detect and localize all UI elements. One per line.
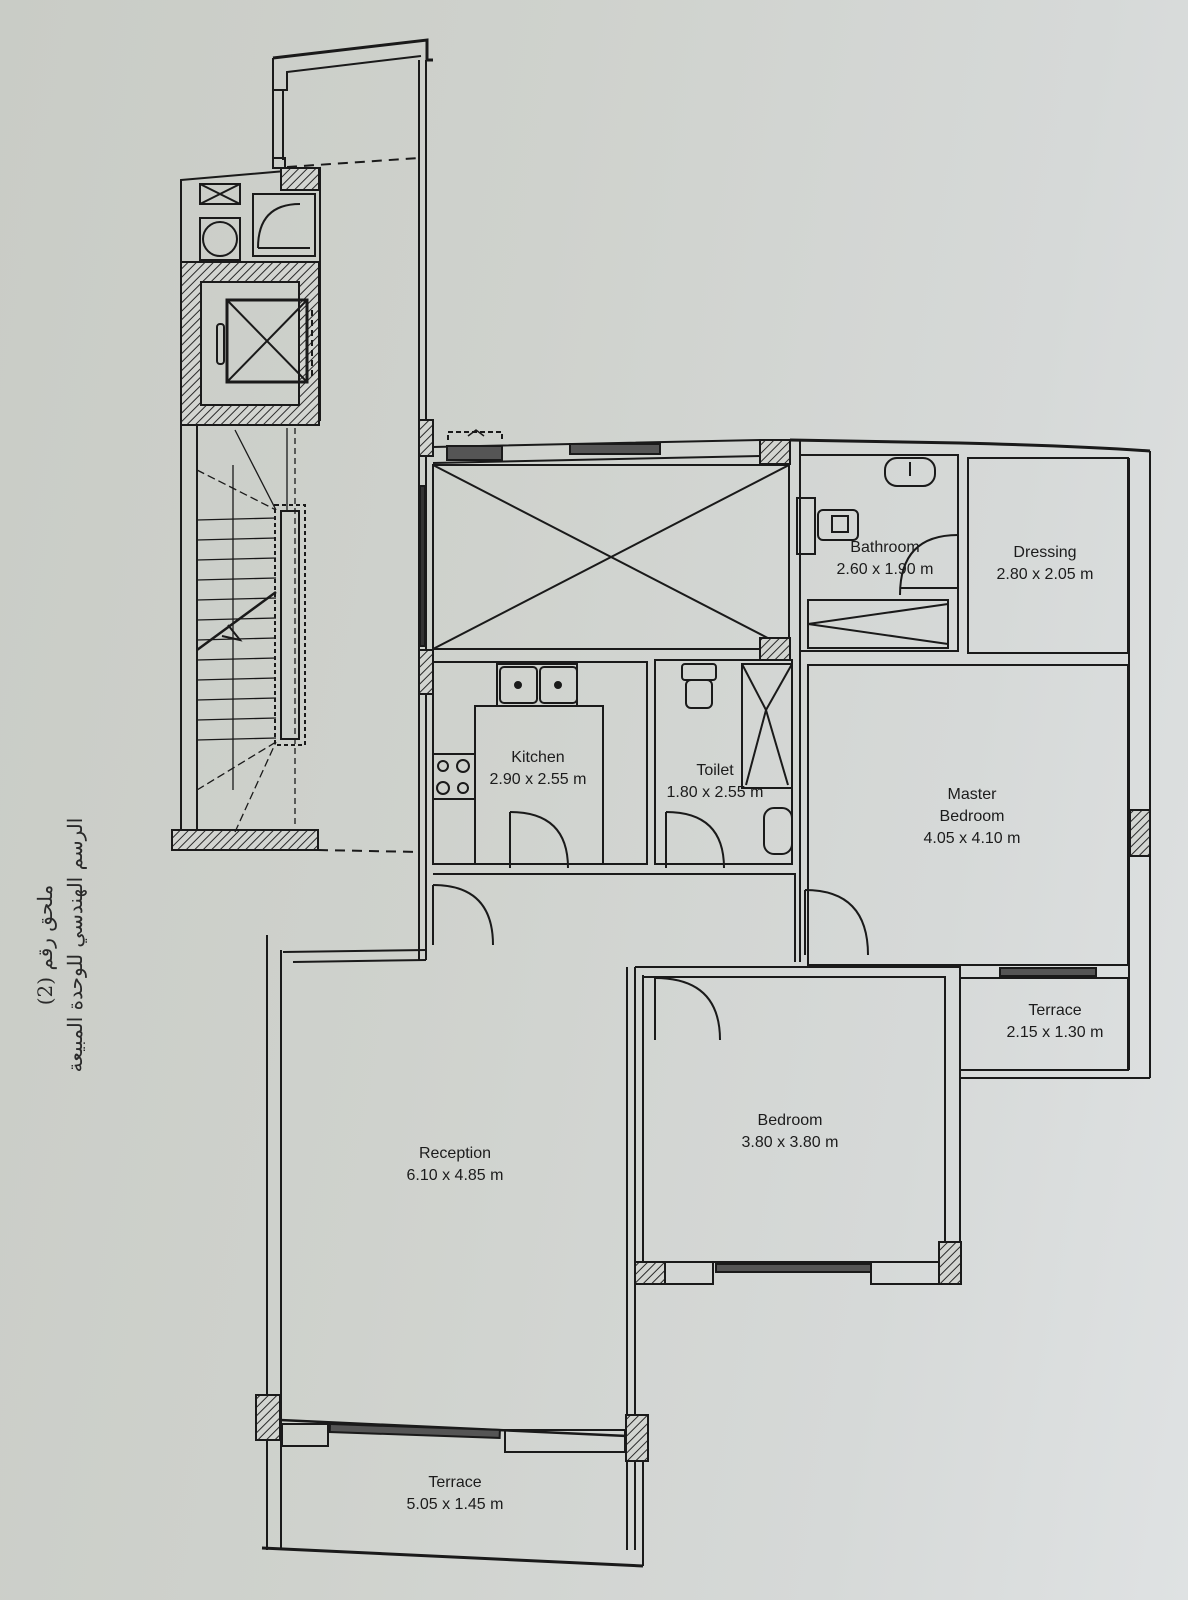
room-label-toilet: Toilet 1.80 x 2.55 m bbox=[667, 760, 764, 804]
room-name-line2: Bedroom bbox=[939, 808, 1005, 825]
room-name: Toilet bbox=[696, 762, 734, 779]
room-label-bathroom: Bathroom 2.60 x 1.90 m bbox=[837, 537, 934, 581]
hallway bbox=[282, 873, 869, 963]
toilet-fixtures bbox=[654, 440, 801, 962]
corridor-walls bbox=[418, 135, 434, 960]
room-name-line1: Master bbox=[947, 786, 997, 803]
bedroom-walls bbox=[634, 966, 962, 1550]
staircase bbox=[171, 425, 420, 853]
annex-caption: ملحق رقم (2) الرسم الهندسي للوحدة المبيع… bbox=[30, 800, 90, 1090]
room-size: 1.80 x 2.55 m bbox=[666, 784, 764, 801]
reception-walls bbox=[255, 935, 649, 1550]
room-name: Bedroom bbox=[757, 1112, 823, 1129]
room-name: Dressing bbox=[1013, 544, 1077, 561]
room-size: 2.90 x 2.55 m bbox=[489, 771, 587, 788]
room-size: 2.80 x 2.05 m bbox=[996, 566, 1094, 583]
room-label-kitchen: Kitchen 2.90 x 2.55 m bbox=[490, 747, 587, 791]
light-well bbox=[432, 429, 791, 650]
room-size: 3.80 x 3.80 m bbox=[741, 1134, 839, 1151]
room-label-master-bedroom: Master Bedroom 4.05 x 4.10 m bbox=[924, 784, 1021, 850]
room-label-dressing: Dressing 2.80 x 2.05 m bbox=[997, 542, 1094, 586]
room-name: Bathroom bbox=[850, 539, 920, 556]
room-label-reception: Reception 6.10 x 4.85 m bbox=[407, 1143, 504, 1187]
room-name: Terrace bbox=[428, 1474, 482, 1491]
room-size: 6.10 x 4.85 m bbox=[406, 1167, 504, 1184]
caption-line2: الرسم الهندسي للوحدة المبيعة bbox=[63, 817, 87, 1073]
room-name: Reception bbox=[418, 1145, 492, 1162]
room-label-terrace-large: Terrace 5.05 x 1.45 m bbox=[407, 1472, 504, 1516]
caption-line1: ملحق رقم (2) bbox=[33, 884, 57, 1006]
room-label-terrace-small: Terrace 2.15 x 1.30 m bbox=[1007, 1000, 1104, 1044]
room-label-bedroom: Bedroom 3.80 x 3.80 m bbox=[742, 1110, 839, 1154]
dressing-walls bbox=[967, 451, 1151, 1078]
room-size: 2.60 x 1.90 m bbox=[836, 561, 934, 578]
terrace-large-walls bbox=[261, 1460, 644, 1568]
service-core bbox=[180, 166, 321, 426]
room-name: Kitchen bbox=[511, 749, 565, 766]
room-size: 4.05 x 4.10 m bbox=[923, 830, 1021, 847]
top-shaft bbox=[272, 38, 433, 169]
master-bedroom-walls bbox=[807, 664, 1129, 966]
kitchen-fixtures bbox=[432, 637, 791, 869]
room-size: 5.05 x 1.45 m bbox=[406, 1496, 504, 1513]
room-name: Terrace bbox=[1028, 1002, 1082, 1019]
room-size: 2.15 x 1.30 m bbox=[1006, 1024, 1104, 1041]
